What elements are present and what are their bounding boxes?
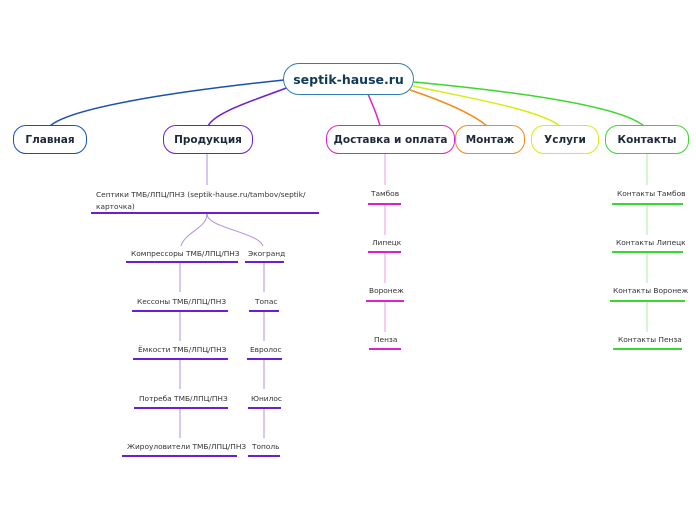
node-kontakty-voronezh[interactable]: Контакты Воронеж (613, 286, 689, 295)
node-dostavka-voronezh[interactable]: Воронеж (369, 286, 404, 295)
node-dostavka-tambov-underline (368, 203, 401, 205)
node-kessony[interactable]: Кессоны ТМБ/ЛПЦ/ПНЗ (137, 297, 227, 306)
node-dostavka-penza-underline (369, 348, 401, 350)
node-kontakty-voronezh-underline (610, 300, 685, 302)
node-zhirouloviteli[interactable]: Жироуловители ТМБ/ЛПЦ/ПНЗ (127, 442, 247, 451)
node-dostavka-lipeck[interactable]: Липецк (372, 238, 402, 247)
node-dostavka-tambov[interactable]: Тамбов (371, 189, 400, 198)
node-topol-underline (248, 455, 280, 457)
node-evrolos-underline (247, 358, 282, 360)
node-montazh[interactable]: Монтаж (455, 125, 525, 154)
node-topol[interactable]: Тополь (252, 442, 280, 451)
root-node[interactable]: septik-hause.ru (283, 63, 414, 95)
node-emkosti[interactable]: Ёмкости ТМБ/ЛПЦ/ПНЗ (138, 345, 227, 354)
node-septiki-line2: карточка) (96, 202, 135, 211)
node-kontakty-penza-underline (613, 348, 682, 350)
node-kontakty-lipeck[interactable]: Контакты Липецк (616, 238, 686, 247)
node-yunilos[interactable]: Юнилос (251, 394, 282, 403)
node-septiki[interactable]: Септики ТМБ/ЛПЦ/ПНЗ (septik-hause.ru/tam… (96, 190, 306, 211)
node-emkosti-underline (133, 358, 228, 360)
node-topas-underline (249, 310, 279, 312)
node-topas[interactable]: Топас (255, 297, 278, 306)
node-septiki-underline (91, 212, 319, 214)
node-kontakty-tambov-underline (612, 203, 683, 205)
node-glavnaya[interactable]: Главная (13, 125, 87, 154)
node-kontakty-penza[interactable]: Контакты Пенза (618, 335, 682, 344)
node-kessony-underline (132, 310, 228, 312)
node-ekogrand-underline (245, 261, 284, 263)
node-ekogrand[interactable]: Экогранд (248, 249, 286, 258)
node-kompressory[interactable]: Компрессоры ТМБ/ЛПЦ/ПНЗ (131, 249, 240, 258)
node-kontakty-tambov[interactable]: Контакты Тамбов (617, 189, 686, 198)
node-kontakty[interactable]: Контакты (605, 125, 689, 154)
node-dostavka-lipeck-underline (368, 251, 401, 253)
node-potreba-underline (134, 407, 228, 409)
node-potreba[interactable]: Потреба ТМБ/ЛПЦ/ПНЗ (139, 394, 228, 403)
node-dostavka-i-oplata[interactable]: Доставка и оплата (326, 125, 455, 154)
node-uslugi[interactable]: Услуги (531, 125, 599, 154)
node-dostavka-voronezh-underline (366, 300, 404, 302)
node-kompressory-underline (126, 261, 238, 263)
node-yunilos-underline (248, 407, 281, 409)
node-produkciya[interactable]: Продукция (163, 125, 253, 154)
node-septiki-line1: Септики ТМБ/ЛПЦ/ПНЗ (septik-hause.ru/tam… (96, 190, 306, 199)
node-kontakty-lipeck-underline (612, 251, 683, 253)
node-dostavka-penza[interactable]: Пенза (374, 335, 398, 344)
node-evrolos[interactable]: Евролос (250, 345, 282, 354)
node-zhirouloviteli-underline (122, 455, 237, 457)
